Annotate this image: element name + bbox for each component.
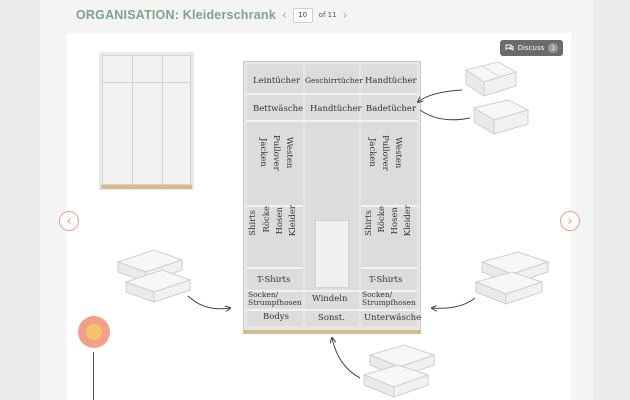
next-page-chevron-icon[interactable]: › <box>342 8 348 22</box>
storage-box-icon <box>464 61 518 97</box>
label-pullover-left: Pullover <box>271 135 281 171</box>
label-westen-left: Westen <box>284 137 294 169</box>
avatar-icon <box>86 324 102 340</box>
label-westen-right: Westen <box>393 137 403 169</box>
closed-wardrobe-image <box>99 52 194 190</box>
storage-box-icon <box>472 99 530 135</box>
page-number-input[interactable]: 10 <box>292 7 313 23</box>
label-pullover-right: Pullover <box>380 135 390 171</box>
label-sonst: Sonst. <box>318 313 345 323</box>
storage-box-icon <box>116 249 192 303</box>
discuss-label: Discuss <box>517 44 545 52</box>
discuss-count-badge: 1 <box>548 43 559 53</box>
prev-slide-button[interactable]: ‹ <box>59 211 79 231</box>
label-windeln: Windeln <box>312 294 348 304</box>
label-jacken-right: Jacken <box>367 138 377 167</box>
label-geschirrtuecher: Geschirrtücher <box>305 76 363 85</box>
avatar[interactable] <box>78 316 110 348</box>
prev-page-chevron-icon[interactable]: ‹ <box>281 8 287 22</box>
storage-box-icon <box>474 251 550 305</box>
label-handtuecher-top: Handtücher <box>365 76 417 86</box>
page-total-label: of 11 <box>318 11 337 19</box>
label-bettwaesche: Bettwäsche <box>253 104 304 114</box>
storage-box-icon <box>362 344 436 398</box>
label-socken-right: Socken/ Strumpfhosen <box>362 290 416 307</box>
chevron-right-icon: › <box>567 213 573 229</box>
discuss-button[interactable]: Discuss 1 <box>500 40 563 56</box>
label-tshirts-left: T-Shirts <box>257 275 291 285</box>
label-tshirts-right: T-Shirts <box>369 275 403 285</box>
open-wardrobe-diagram <box>243 61 421 334</box>
label-handtuecher: Handtücher <box>310 104 362 114</box>
label-bodys: Bodys <box>263 312 289 322</box>
page-header: ORGANISATION: Kleiderschrank ‹ 10 of 11 … <box>76 6 347 24</box>
discuss-icon <box>505 44 514 52</box>
label-socken-left: Socken/ Strumpfhosen <box>248 290 302 307</box>
label-unterwaesche: Unterwäsche <box>364 313 422 323</box>
page-title: ORGANISATION: Kleiderschrank <box>76 8 276 22</box>
next-slide-button[interactable]: › <box>560 211 580 231</box>
label-jacken-left: Jacken <box>258 138 268 167</box>
label-leintuecher: Leintücher <box>253 76 301 86</box>
timeline-line <box>93 352 94 400</box>
label-badetuecher: Badetücher <box>366 104 417 114</box>
chevron-left-icon: ‹ <box>66 213 72 229</box>
